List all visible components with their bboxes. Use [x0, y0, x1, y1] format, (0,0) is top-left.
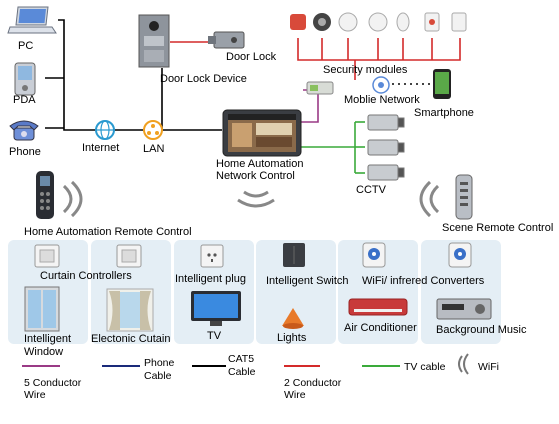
wifi-icon	[237, 190, 275, 208]
globe-icon	[95, 120, 115, 140]
label-curtain-controllers: Curtain Controllers	[40, 270, 132, 282]
label-air-conditioner: Air Conditioner	[344, 322, 417, 334]
label-scene-remote: Scene Remote Control	[442, 222, 554, 234]
converter-icon	[448, 242, 472, 268]
label-control-line1: Home Automation	[216, 158, 304, 170]
two-conductor-lines	[170, 38, 461, 80]
curtain-icon	[106, 288, 154, 332]
wifi-icon	[419, 180, 440, 218]
legend-two-conductor-1: 2 Conductor	[284, 377, 342, 389]
legend-five-conductor-2: Wire	[24, 389, 46, 401]
tv-icon	[191, 291, 241, 326]
label-remote-control: Home Automation Remote Control	[24, 226, 192, 238]
air-conditioner-icon	[348, 298, 408, 316]
window-icon	[24, 286, 60, 332]
light-bulb-icon	[282, 308, 304, 329]
label-intelligent-window-1: Intelligent	[24, 333, 72, 345]
smartphone-icon	[433, 69, 451, 99]
network-hub-icon	[143, 120, 163, 140]
switch-icon	[283, 243, 305, 267]
security-sensor-icon	[290, 12, 467, 32]
security-gateway-icon	[306, 81, 334, 95]
mobile-network-icon	[372, 76, 390, 94]
label-smartphone: Smartphone	[414, 107, 474, 119]
label-electronic-curtain: Electonic Cutain	[91, 333, 171, 345]
label-intelligent-window-2: Window	[24, 346, 64, 358]
label-lights: Lights	[277, 332, 307, 344]
pda-icon	[14, 62, 36, 96]
legend-cat5-cable-1: CAT5	[228, 353, 255, 365]
label-door-lock: Door Lock	[226, 51, 277, 63]
label-cctv: CCTV	[356, 184, 386, 196]
door-intercom-icon	[138, 14, 170, 68]
laptop-icon	[7, 6, 57, 34]
label-intelligent-switch: Intelligent Switch	[266, 275, 349, 287]
label-control-line2: Network Control	[216, 170, 295, 182]
converter-icon	[362, 242, 386, 268]
legend-two-conductor-2: Wire	[284, 389, 306, 401]
label-lan: LAN	[143, 143, 165, 155]
label-tv: TV	[207, 330, 222, 342]
label-phone: Phone	[9, 146, 41, 158]
legend-cat5-cable-2: Cable	[228, 366, 256, 378]
label-pc: PC	[18, 40, 34, 52]
label-door-lock-device: Door Lock Device	[160, 73, 247, 85]
stereo-icon	[436, 298, 492, 320]
label-pda: PDA	[13, 94, 36, 106]
label-security-modules: Security modules	[323, 64, 408, 76]
legend-wifi: WiFi	[478, 361, 499, 373]
tv-cable-lines	[300, 121, 365, 174]
label-mobile-network: Moblie Network	[344, 94, 420, 106]
control-panel-icon	[222, 109, 302, 157]
legend-phone-cable-2: Cable	[144, 370, 172, 382]
label-wifi-converters: WiFi/ infrered Converters	[362, 275, 485, 287]
wifi-legend-icon	[458, 353, 469, 375]
label-internet: Internet	[82, 142, 120, 154]
label-intelligent-plug: Intelligent plug	[175, 273, 246, 285]
legend-tv-cable: TV cable	[404, 361, 446, 373]
curtain-switch-icon	[116, 244, 142, 268]
legend-phone-cable-1: Phone	[144, 357, 175, 369]
door-lock-icon	[208, 31, 245, 49]
curtain-switch-icon	[34, 244, 60, 268]
remote-control-icon	[36, 171, 54, 219]
wifi-icon	[62, 180, 83, 218]
plug-icon	[200, 244, 224, 268]
remote-control-icon	[455, 174, 473, 220]
telephone-icon	[9, 120, 39, 141]
cctv-camera-icon	[367, 114, 405, 181]
legend-five-conductor-1: 5 Conductor	[24, 377, 82, 389]
label-background-music: Background Music	[436, 324, 527, 336]
